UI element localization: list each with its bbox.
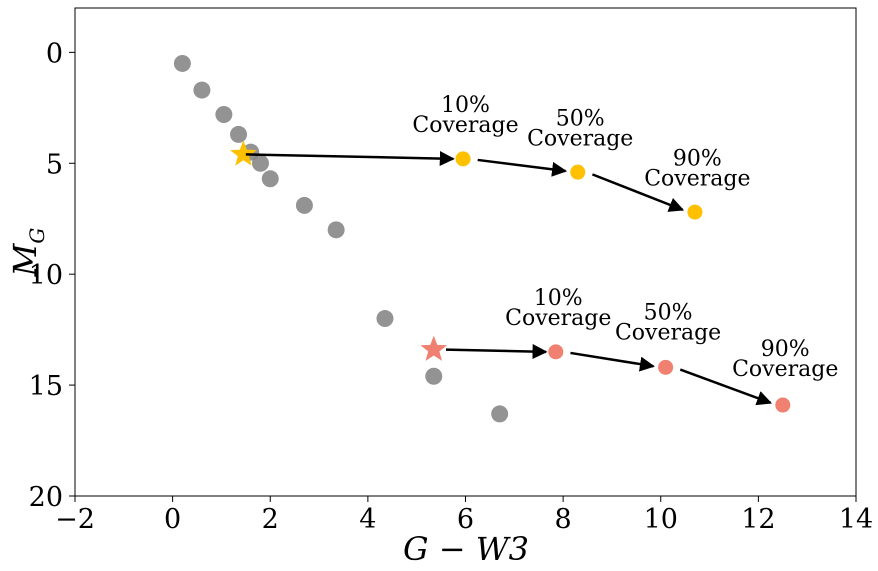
y-tick-label: 20	[29, 482, 63, 513]
annotation-percent: 10%	[534, 286, 583, 311]
annotation-percent: 90%	[673, 146, 722, 171]
x-tick-label: 12	[741, 504, 775, 535]
data-point	[548, 344, 564, 360]
arrow	[591, 173, 685, 212]
x-tick-label: −2	[55, 504, 95, 535]
arrow	[570, 351, 655, 372]
plot-frame	[74, 7, 857, 497]
data-point	[491, 405, 509, 423]
data-point	[455, 151, 471, 167]
annotation-coverage: Coverage	[615, 321, 721, 346]
arrow	[679, 368, 772, 406]
data-point	[261, 170, 279, 188]
data-point	[173, 54, 191, 72]
annotation-percent: 50%	[644, 301, 693, 326]
annotation-percent: 50%	[556, 107, 605, 132]
data-point	[193, 81, 211, 99]
data-point	[687, 204, 703, 220]
y-axis-label: MG	[6, 228, 49, 278]
data-marks	[173, 54, 791, 423]
y-tick-label: 10	[29, 260, 63, 291]
star-marker	[420, 335, 448, 361]
x-axis-label: G − W3	[403, 530, 529, 568]
data-point	[570, 164, 586, 180]
y-tick-label: 0	[46, 38, 63, 69]
data-point	[230, 125, 248, 143]
y-tick-label: 15	[29, 371, 63, 402]
arrow	[245, 151, 455, 167]
annotation-percent: 90%	[761, 337, 810, 362]
x-tick-label: 4	[359, 504, 376, 535]
annotation-coverage: Coverage	[505, 306, 611, 331]
axis-ticks: −2 0 2 4 6 8 10 12 14 0 5 10 15 20	[29, 38, 874, 535]
x-tick-label: 10	[644, 504, 678, 535]
arrow	[445, 344, 548, 360]
x-tick-label: 2	[262, 504, 279, 535]
x-tick-label: 14	[839, 504, 873, 535]
y-axis-label-main: M	[6, 242, 44, 277]
data-point	[251, 154, 269, 172]
star-marker	[230, 140, 257, 166]
x-tick-label: 0	[164, 504, 181, 535]
arrows	[245, 151, 772, 406]
data-point	[215, 105, 233, 123]
annotation-coverage: Coverage	[527, 127, 633, 152]
data-point	[376, 310, 394, 328]
data-point	[295, 196, 313, 214]
x-tick-label: 8	[555, 504, 572, 535]
x-tick-label: 6	[457, 504, 474, 535]
data-point	[425, 367, 443, 385]
data-point	[775, 397, 791, 413]
arrow	[477, 158, 568, 177]
annotation-coverage: Coverage	[412, 113, 518, 138]
annotation-coverage: Coverage	[732, 357, 838, 382]
data-point	[327, 221, 345, 239]
annotation-percent: 10%	[441, 93, 490, 118]
data-point	[658, 359, 674, 375]
y-axis-label-sub: G	[25, 228, 49, 244]
annotation-coverage: Coverage	[644, 166, 750, 191]
y-tick-label: 5	[46, 149, 63, 180]
